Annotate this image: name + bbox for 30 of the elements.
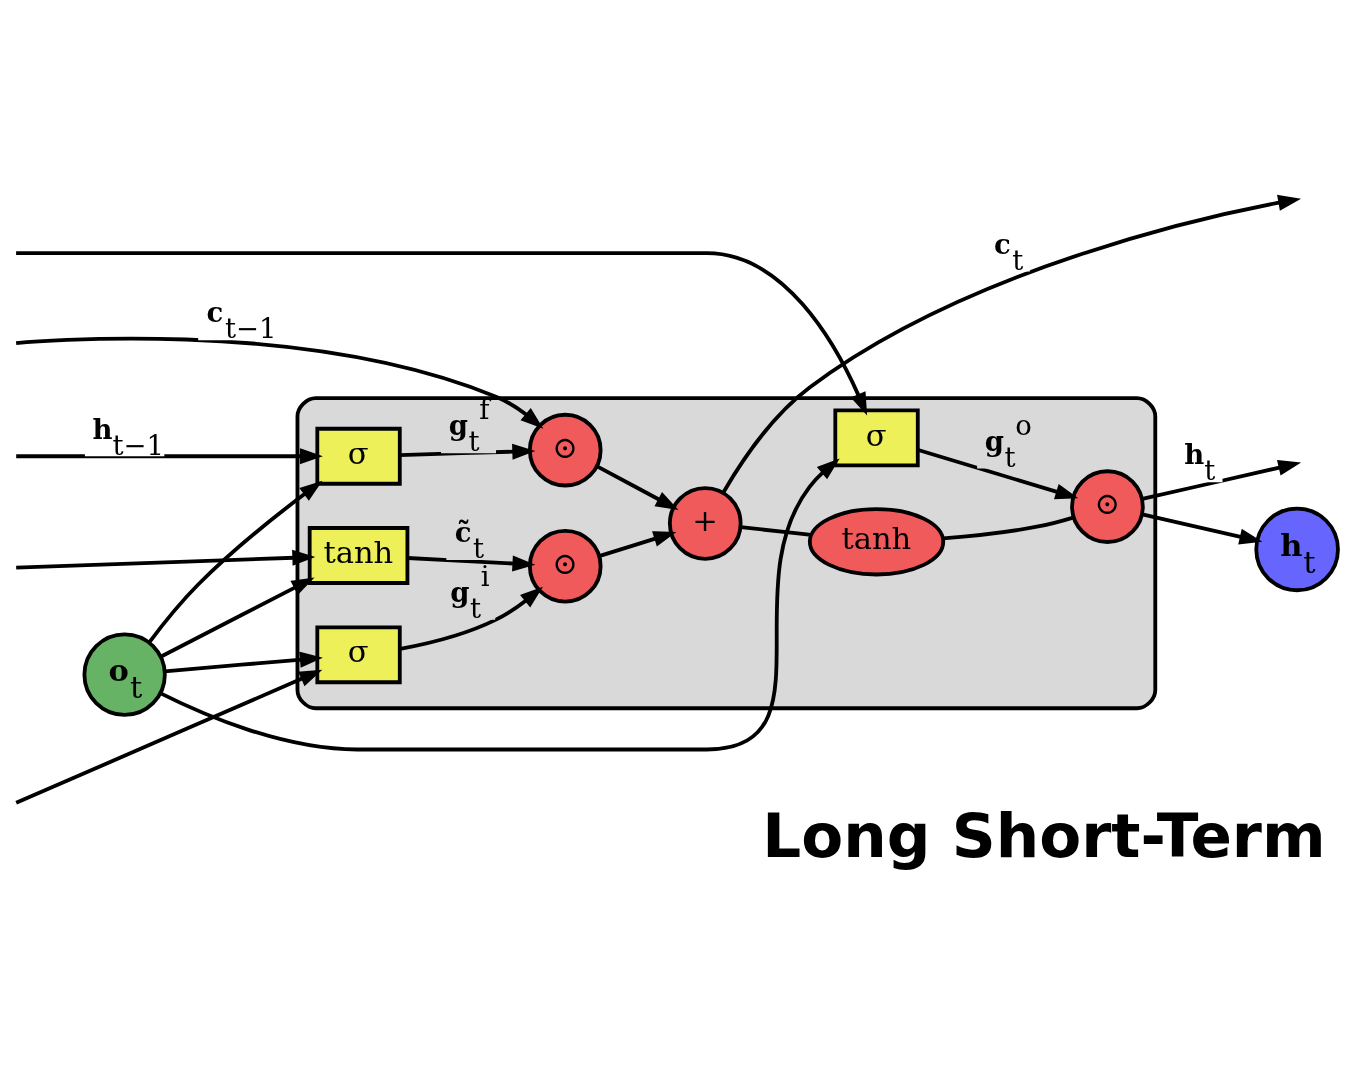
node-box: σ <box>315 625 402 685</box>
arrow <box>917 448 1079 500</box>
arrow <box>15 669 323 805</box>
node-ellipse: tanh <box>807 507 946 577</box>
arrow <box>16 549 316 570</box>
node-box: σ <box>315 426 402 486</box>
node-box: tanh <box>307 526 410 585</box>
arrow <box>16 448 323 465</box>
arrow <box>399 443 536 460</box>
arrow <box>147 480 323 644</box>
arrow <box>1141 512 1263 545</box>
arrow <box>15 336 544 429</box>
arrow <box>399 586 543 651</box>
connector <box>740 525 812 537</box>
arrow <box>721 194 1302 494</box>
arrow <box>164 651 323 674</box>
node-circle: ⊙ <box>527 528 603 604</box>
arrow <box>159 577 315 659</box>
diagram-title: Long Short-Term <box>762 799 1326 871</box>
arrow <box>1141 459 1302 501</box>
node-box: σ <box>833 408 920 468</box>
arrow <box>159 458 840 752</box>
node-circle: ⊙ <box>1070 469 1145 544</box>
node-circle: + <box>667 486 743 561</box>
arrow <box>596 464 679 510</box>
arrow <box>407 555 536 572</box>
node-circle: ⊙ <box>527 412 603 488</box>
arrow <box>599 531 677 558</box>
connector <box>943 515 1074 541</box>
arrow <box>16 251 868 416</box>
